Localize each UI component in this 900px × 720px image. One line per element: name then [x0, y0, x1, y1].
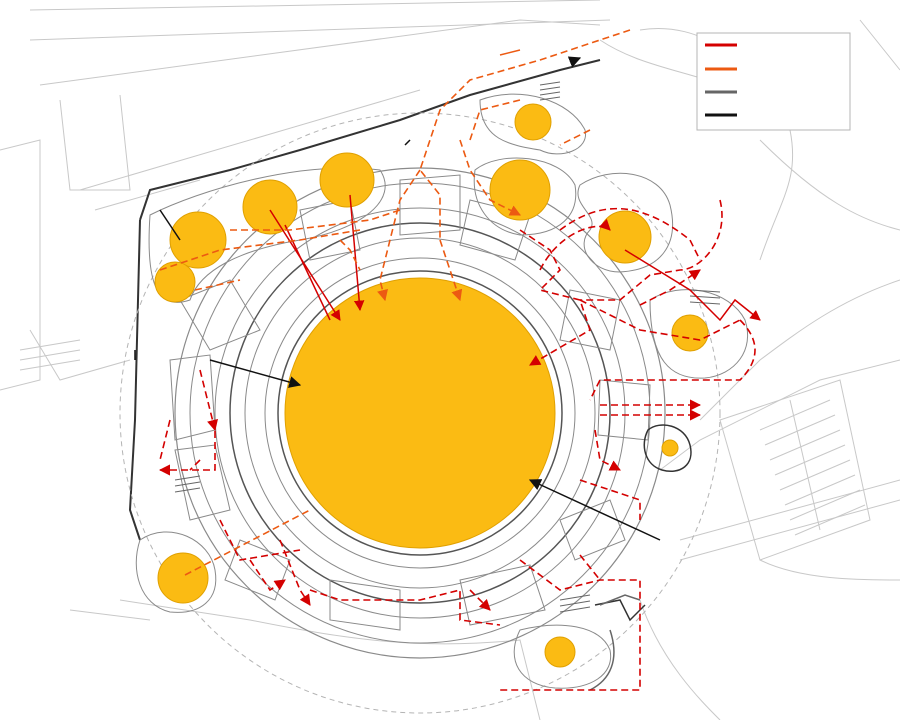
- orange-solid-routes: [499, 49, 521, 56]
- yellow-areas: [154, 103, 709, 668]
- circle-n-2: [319, 152, 375, 208]
- grey-routes: [599, 594, 641, 606]
- circle-n-1: [242, 179, 298, 235]
- circle-ne-2: [489, 159, 551, 221]
- circle-sw: [157, 552, 209, 604]
- red-dashed-routes: [158, 199, 756, 691]
- parking-stalls: [759, 399, 866, 536]
- circle-ne-1: [514, 103, 552, 141]
- circle-nw-2: [154, 261, 196, 303]
- stair-details: [174, 81, 721, 613]
- circle-s: [544, 636, 576, 668]
- orange-dashed-routes: [159, 29, 631, 576]
- circle-e-3: [661, 439, 679, 457]
- legend: [696, 32, 851, 131]
- circle-e-1: [598, 210, 652, 264]
- circle-nw-1: [169, 211, 227, 269]
- circle-e-2: [671, 314, 709, 352]
- central-circle: [284, 277, 556, 549]
- black-routes: [134, 56, 661, 541]
